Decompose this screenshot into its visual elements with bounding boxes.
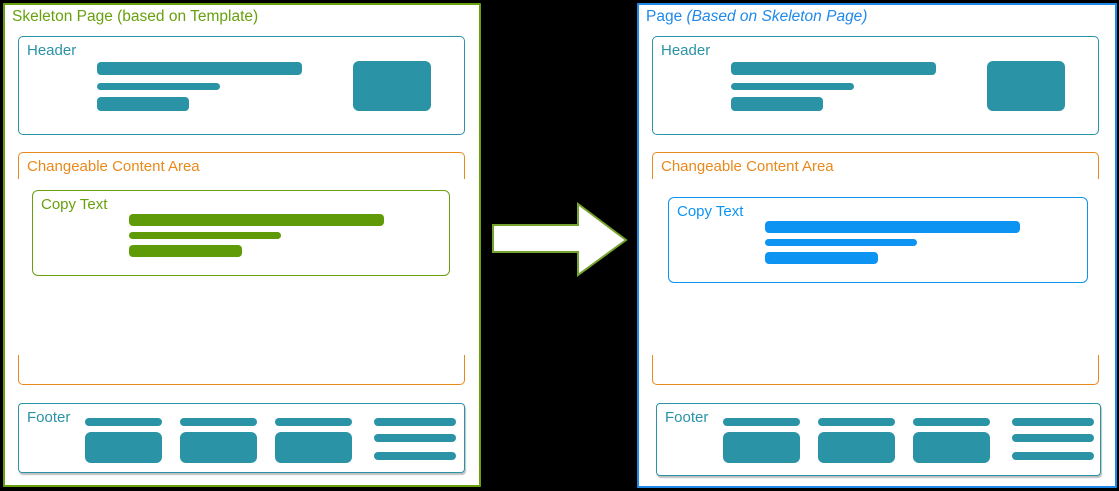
copy-text-box: Copy Text xyxy=(32,190,450,276)
header-label: Header xyxy=(27,42,77,59)
footer-text-placeholder-bar xyxy=(85,418,162,426)
copy-text-label: Copy Text xyxy=(677,203,744,220)
skeleton-page-title-text: Skeleton Page (based on Template) xyxy=(12,8,259,25)
header-text-placeholder-bar xyxy=(97,97,189,111)
page-title-italic: (Based on Skeleton Page) xyxy=(686,8,868,25)
footer-list-placeholder-bar xyxy=(374,434,456,442)
footer-list-placeholder-bar xyxy=(374,452,456,460)
footer-label: Footer xyxy=(665,409,709,426)
changeable-content-area-bottom xyxy=(18,355,465,385)
footer-label: Footer xyxy=(27,409,71,426)
copy-text-label: Copy Text xyxy=(41,196,108,213)
footer-text-placeholder-bar xyxy=(275,418,352,426)
changeable-content-area-bottom xyxy=(652,355,1099,385)
changeable-content-area-top: Changeable Content Area xyxy=(18,152,465,179)
copy-text-placeholder-bar xyxy=(129,245,242,257)
footer-list-placeholder-bar xyxy=(1012,434,1094,442)
page-title-text: Page xyxy=(646,8,687,25)
footer-box: Footer xyxy=(656,403,1101,476)
right-arrow-icon xyxy=(492,202,628,277)
changeable-content-area-top: Changeable Content Area xyxy=(652,152,1099,179)
footer-box: Footer xyxy=(18,403,465,473)
footer-text-placeholder-bar xyxy=(723,418,800,426)
header-image-placeholder xyxy=(987,61,1065,111)
footer-text-placeholder-bar xyxy=(913,418,990,426)
header-text-placeholder-bar xyxy=(97,83,220,90)
footer-text-placeholder-bar xyxy=(818,418,895,426)
copy-text-placeholder-bar xyxy=(765,252,878,264)
copy-text-placeholder-bar xyxy=(765,221,1020,233)
header-text-placeholder-bar xyxy=(97,62,302,75)
footer-text-placeholder-bar xyxy=(180,418,257,426)
footer-block-placeholder xyxy=(180,432,257,463)
page-panel: Page (Based on Skeleton Page) Header Cha… xyxy=(637,3,1117,488)
footer-block-placeholder xyxy=(275,432,352,463)
footer-list-placeholder-bar xyxy=(1012,418,1094,426)
footer-block-placeholder xyxy=(723,432,800,463)
changeable-content-area-label: Changeable Content Area xyxy=(661,158,834,175)
footer-block-placeholder xyxy=(85,432,162,463)
copy-text-box: Copy Text xyxy=(668,197,1088,283)
page-title: Page (Based on Skeleton Page) xyxy=(646,8,867,26)
footer-block-placeholder xyxy=(818,432,895,463)
skeleton-page-panel: Skeleton Page (based on Template) Header… xyxy=(3,3,481,487)
changeable-content-area-label: Changeable Content Area xyxy=(27,158,200,175)
header-text-placeholder-bar xyxy=(731,97,823,111)
footer-list-placeholder-bar xyxy=(1012,452,1094,460)
footer-list-placeholder-bar xyxy=(374,418,456,426)
header-label: Header xyxy=(661,42,711,59)
footer-block-placeholder xyxy=(913,432,990,463)
header-image-placeholder xyxy=(353,61,431,111)
copy-text-placeholder-bar xyxy=(765,239,917,246)
header-text-placeholder-bar xyxy=(731,83,854,90)
copy-text-placeholder-bar xyxy=(129,214,384,226)
header-text-placeholder-bar xyxy=(731,62,936,75)
header-box: Header xyxy=(652,36,1099,135)
copy-text-placeholder-bar xyxy=(129,232,281,239)
skeleton-page-title: Skeleton Page (based on Template) xyxy=(12,8,258,26)
header-box: Header xyxy=(18,36,465,135)
